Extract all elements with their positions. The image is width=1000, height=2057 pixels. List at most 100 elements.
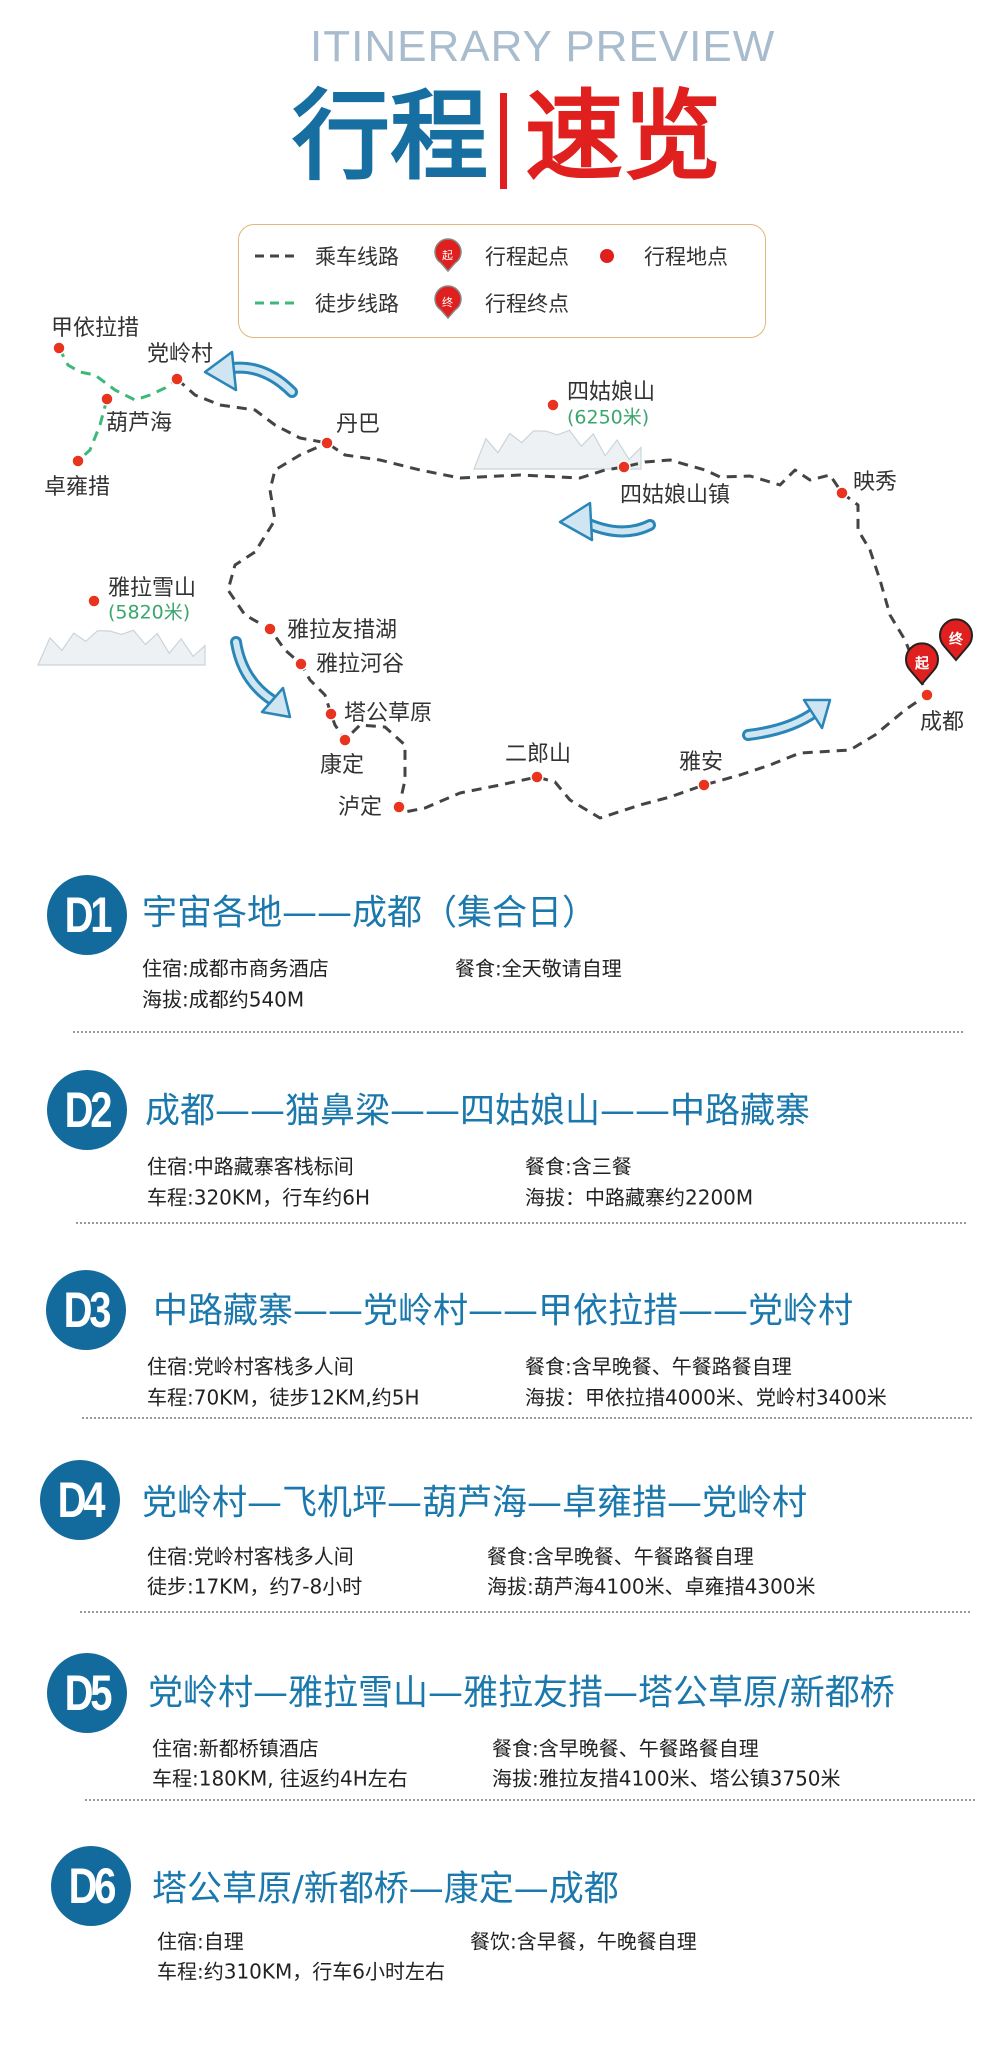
day-detail: 车程:320KM，行车约6H: [147, 1185, 371, 1210]
day-detail: 餐食:含早晚餐、午餐路餐自理: [525, 1354, 792, 1379]
map-legend: 起 终 乘车线路 徒步线路 行程起点 行程终点 行程地点: [238, 224, 766, 338]
day-title: 党岭村—飞机坪—葫芦海—卓雍措—党岭村: [142, 1483, 808, 1524]
legend-car-route: 乘车线路: [315, 245, 399, 269]
car-route: [176, 377, 929, 820]
place-dot-icon: [320, 436, 334, 450]
day-divider: [76, 1222, 966, 1224]
day-detail: 车程:70KM，徒步12KM,约5H: [147, 1385, 420, 1410]
place-dot-icon: [71, 454, 85, 468]
day-detail: 海拔：中路藏寨约2200M: [525, 1185, 754, 1210]
day-detail: 徒步:17KM，约7-8小时: [147, 1574, 363, 1599]
day-badge: D1: [47, 875, 127, 955]
place-label: 成都: [920, 710, 965, 735]
day-title: 宇宙各地——成都（集合日）: [142, 893, 598, 934]
place-dot-icon: [392, 800, 406, 814]
place-label: 丹巴: [336, 412, 381, 437]
header-title-left: 行程: [292, 80, 489, 194]
header-title-right: 速览: [525, 80, 722, 194]
legend-start: 行程起点: [485, 245, 569, 269]
walk-route: [76, 398, 109, 463]
day-title: 党岭村—雅拉雪山—雅拉友措—塔公草原/新都桥: [148, 1673, 895, 1714]
place-label: 党岭村: [147, 342, 214, 367]
place-label: 二郎山: [505, 742, 572, 767]
day-badge: D3: [46, 1270, 126, 1350]
day-badge-label: D2: [64, 1082, 113, 1138]
header-subtitle: ITINERARY PREVIEW: [310, 22, 776, 71]
place-dot-icon: [100, 392, 114, 406]
end-pin-icon: 终: [939, 618, 973, 662]
day-badge-label: D1: [64, 887, 113, 943]
place-dot-icon: [324, 707, 338, 721]
day-detail: 餐食:含早晚餐、午餐路餐自理: [492, 1736, 759, 1761]
legend-symbols: [255, 238, 614, 320]
day-badge-label: D3: [63, 1282, 112, 1338]
start-pin-icon: 起: [905, 642, 939, 686]
place-label: 四姑娘山镇: [620, 483, 731, 508]
day-detail: 餐食:全天敬请自理: [455, 956, 622, 981]
day-badge: D2: [47, 1070, 127, 1150]
place-label: 雅拉河谷: [316, 652, 405, 677]
day-detail: 餐饮:含早餐，午晚餐自理: [470, 1929, 697, 1954]
place-dot-icon: [294, 657, 308, 671]
place-label: 甲依拉措: [51, 316, 140, 341]
place-label: 雅拉雪山: [108, 576, 197, 601]
day-badge-label: D5: [64, 1665, 113, 1721]
place-dot-icon: [338, 733, 352, 747]
place-dot-icon: [920, 688, 934, 702]
direction-arrow-icon: [203, 350, 298, 398]
day-detail: 海拔:葫芦海4100米、卓雍措4300米: [487, 1574, 816, 1599]
day-title: 中路藏寨——党岭村——甲依拉措——党岭村: [153, 1291, 854, 1332]
place-dot-icon: [697, 778, 711, 792]
altitude-siguniang: (6250米): [567, 406, 650, 429]
day-detail: 海拔:雅拉友措4100米、塔公镇3750米: [492, 1766, 841, 1791]
pin-glyph: 终: [949, 631, 964, 648]
direction-arrow-icon: [742, 698, 832, 741]
day-badge: D5: [47, 1653, 127, 1733]
day-detail: 餐食:含早晚餐、午餐路餐自理: [487, 1544, 754, 1569]
day-detail: 海拔:成都约540M: [142, 987, 305, 1012]
place-label: 映秀: [853, 470, 898, 495]
day-badge-label: D6: [68, 1858, 117, 1914]
day-divider: [80, 1611, 970, 1613]
place-label: 葫芦海: [106, 411, 173, 436]
day-divider: [82, 1417, 972, 1419]
place-dot-icon: [835, 486, 849, 500]
place-label: 卓雍措: [44, 475, 111, 500]
walk-route: [57, 347, 178, 402]
day-detail: 住宿:党岭村客栈多人间: [147, 1354, 354, 1379]
end-pin-icon: [434, 285, 462, 320]
stop-dot-icon: [600, 249, 614, 263]
place-label: 雅安: [679, 750, 724, 775]
day-divider: [73, 1031, 963, 1033]
day-title: 成都——猫鼻梁——四姑娘山——中路藏寨: [145, 1091, 811, 1132]
day-badge-label: D4: [57, 1472, 106, 1528]
legend-end: 行程终点: [485, 292, 569, 316]
place-dot-icon: [617, 460, 631, 474]
day-divider: [85, 1799, 975, 1801]
day-detail: 住宿:自理: [157, 1929, 244, 1954]
altitude-yala: (5820米): [108, 601, 191, 624]
snow-mountain-siguniang-icon: [473, 429, 642, 470]
place-label: 康定: [320, 753, 365, 778]
place-dot-icon: [530, 770, 544, 784]
snow-mountain-yala-icon: [37, 629, 206, 666]
place-dot-icon: [546, 398, 560, 412]
day-detail: 住宿:成都市商务酒店: [142, 956, 329, 981]
pin-glyph: 起: [914, 655, 930, 672]
end-glyph: 终: [442, 296, 453, 309]
place-label: 雅拉友措湖: [287, 618, 398, 643]
start-glyph: 起: [442, 249, 453, 262]
title-divider: [500, 93, 507, 189]
place-dot-icon: [170, 372, 184, 386]
legend-walk-route: 徒步线路: [315, 292, 399, 316]
start-pin-icon: [434, 238, 462, 273]
day-detail: 住宿:新都桥镇酒店: [152, 1736, 319, 1761]
place-dot-icon: [52, 341, 66, 355]
day-detail: 车程:约310KM，行车6小时左右: [157, 1959, 446, 1984]
day-title: 塔公草原/新都桥—康定—成都: [152, 1869, 619, 1910]
place-label: 塔公草原: [344, 701, 433, 726]
route-map: 终起: [37, 341, 973, 820]
day-badge: D6: [51, 1846, 131, 1926]
direction-arrow-icon: [558, 501, 656, 542]
place-label: 泸定: [338, 795, 383, 820]
